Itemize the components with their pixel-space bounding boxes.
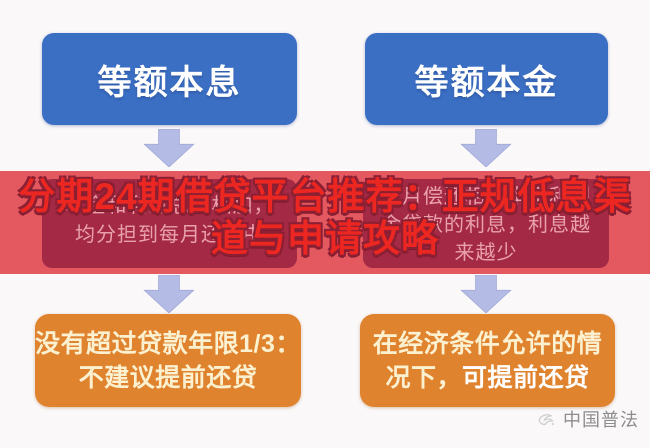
- arrow-down-icon: [143, 275, 195, 313]
- arrow-down-icon: [460, 275, 512, 313]
- publisher-name: 中国普法: [563, 410, 639, 430]
- description-line: 来越少: [454, 242, 518, 264]
- conclusion-line: 在经济条件允许的情: [372, 329, 603, 358]
- publisher-watermark: 中国普法: [536, 407, 639, 431]
- conclusion-line: 不建议提前还贷: [78, 363, 258, 392]
- conclusion-line: 况下，可提前还贷: [385, 361, 589, 395]
- arrow-down-icon: [143, 129, 195, 167]
- conclusion-box-early-repayment-ok: 在经济条件允许的情 况下，可提前还贷: [360, 314, 615, 407]
- description-line: 均分担到每月还款中: [75, 224, 264, 246]
- description-line: 本金和利息总额相加，: [64, 195, 275, 217]
- page-title: 分期24期借贷平台推荐：正规低息渠 道与申请攻略: [0, 176, 650, 260]
- description-box-equal-installment: 本金和利息总额相加， 均分担到每月还款中: [42, 179, 297, 268]
- header-box-equal-installment: 等额本息: [42, 33, 297, 125]
- description-line: 每月偿还相同本金和剩: [381, 186, 591, 208]
- header-label: 等额本息: [97, 63, 242, 102]
- description-box-equal-principal: 每月偿还相同本金和剩 余贷款的利息，利息越 来越少: [363, 179, 609, 268]
- conclusion-box-no-early-repayment: 没有超过贷款年限1/3： 不建议提前还贷: [35, 314, 301, 407]
- description-line: 余贷款的利息，利息越: [381, 214, 591, 236]
- publisher-logo-icon: [538, 414, 555, 426]
- conclusion-line: 没有超过贷款年限1/3：: [35, 329, 301, 358]
- header-label: 等额本金: [414, 63, 559, 102]
- arrow-down-icon: [460, 129, 512, 167]
- header-box-equal-principal: 等额本金: [365, 33, 608, 125]
- page-title-line2: 道与申请攻略: [211, 218, 439, 259]
- conclusion-line-normal: 况下，: [385, 363, 462, 392]
- conclusion-line-emphasis: 可提前还贷: [462, 363, 590, 392]
- page-title-line1: 分期24期借贷平台推荐：正规低息渠: [18, 176, 632, 217]
